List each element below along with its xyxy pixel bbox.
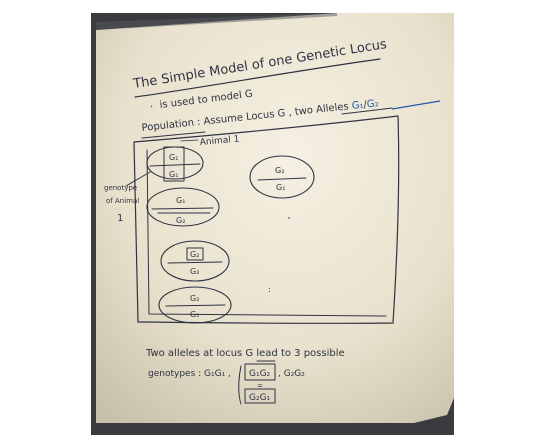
genotype-side-label: genotype of Animal 1 <box>104 171 151 224</box>
allele-underline <box>391 100 441 110</box>
boxed-heterozygote-alt: G₂G₁ <box>249 393 271 403</box>
svg-text:, G₂G₂: , G₂G₂ <box>278 369 305 379</box>
genotype-oval-g2g2: G₂ G₂ <box>158 286 232 324</box>
genotype-oval-g2g1: G₂ G₁ <box>249 155 315 199</box>
boxed-heterozygote: G₁G₂ <box>249 369 271 379</box>
svg-text:genotypes : G₁G₁ ,: genotypes : G₁G₁ , <box>148 369 231 379</box>
inner-frame <box>146 149 387 317</box>
allele-g2-label: G₂ <box>366 98 379 110</box>
svg-text:G₂: G₂ <box>190 267 199 276</box>
genotype-oval-g2g2-boxed: G₂ G₂ <box>160 240 230 282</box>
svg-text:genotype: genotype <box>104 184 137 192</box>
svg-text:G₂: G₂ <box>275 166 284 175</box>
svg-text:G₁: G₁ <box>169 153 178 162</box>
conclusion-text: Two alleles at locus G lead to 3 possibl… <box>145 348 345 405</box>
svg-text:G₁: G₁ <box>276 183 285 192</box>
genotype-oval-g1g1: G₁ G₁ <box>146 146 204 182</box>
svg-text:G₁: G₁ <box>169 170 178 179</box>
svg-text:=: = <box>257 382 263 390</box>
svg-text:G₂: G₂ <box>176 216 185 225</box>
population-frame <box>133 115 400 325</box>
svg-text:1: 1 <box>117 213 123 224</box>
svg-text:G₂: G₂ <box>190 310 199 319</box>
svg-text:of Animal: of Animal <box>106 197 139 205</box>
svg-text:G₂: G₂ <box>190 294 199 303</box>
bullet-dot: · <box>150 102 153 113</box>
allele-g1-label: G₁ <box>351 100 364 112</box>
animal-label: Animal 1 <box>199 135 239 148</box>
svg-text:G₁: G₁ <box>176 196 185 205</box>
whiteboard-surface <box>96 13 454 423</box>
stray-mark: : <box>268 285 271 294</box>
stray-dot <box>288 217 290 219</box>
strikethrough <box>180 139 199 142</box>
genotype-oval-g1g2: G₁ G₂ <box>146 187 220 227</box>
svg-text:G₂: G₂ <box>190 250 199 259</box>
svg-text:Two alleles at locus G lead to: Two alleles at locus G lead to 3 possibl… <box>145 348 345 359</box>
